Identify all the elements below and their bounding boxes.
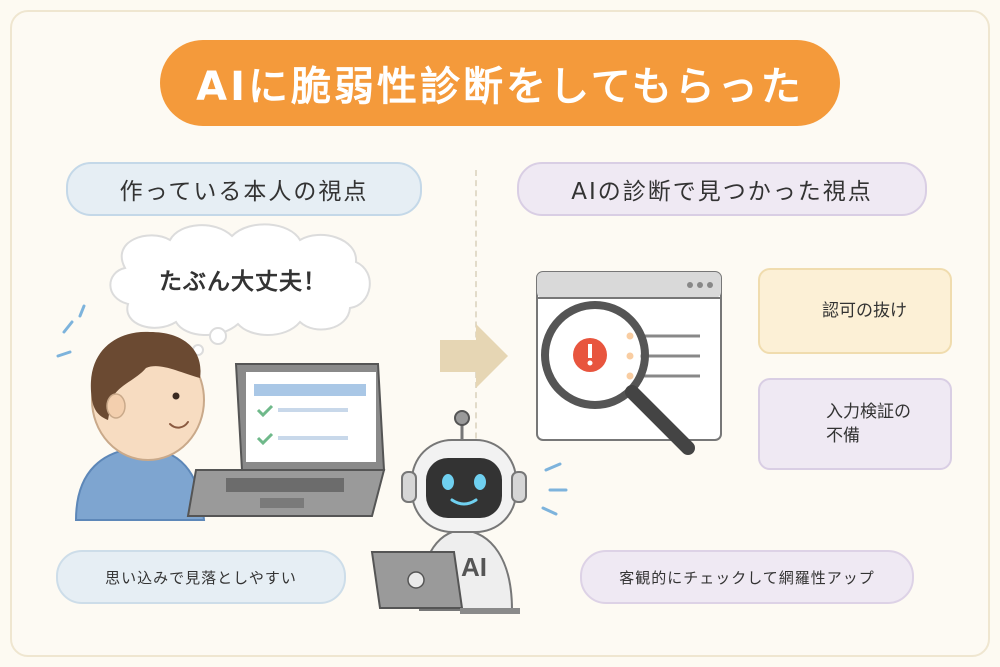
right-note: 客観的にチェックして網羅性アップ: [580, 550, 914, 604]
laptop: [186, 363, 386, 517]
robot-laptop: [370, 551, 520, 614]
right-heading: AIの診断で見つかった視点: [517, 162, 927, 216]
finding-card-authorization: 認可の抜け: [758, 268, 952, 354]
left-note: 思い込みで見落としやすい: [56, 550, 346, 604]
finding-label-authorization: 認可の抜け: [822, 301, 907, 321]
left-heading: 作っている本人の視点: [66, 162, 422, 216]
finding-label-input-line2: 不備: [826, 426, 860, 446]
finding-label-input-line1: 入力検証の: [826, 402, 911, 422]
robot-chest-label: AI: [461, 552, 487, 582]
thought-text: たぶん大丈夫！: [159, 269, 327, 295]
robot-figure: [401, 410, 568, 611]
finding-card-input-validation: 入力検証の 不備: [758, 378, 952, 470]
thought-bubble: [109, 223, 371, 356]
person-figure: [56, 304, 206, 521]
arrow-right-icon: [440, 324, 508, 388]
page-title: AIに脆弱性診断をしてもらった: [160, 40, 840, 126]
magnifier-icon: [541, 301, 695, 455]
